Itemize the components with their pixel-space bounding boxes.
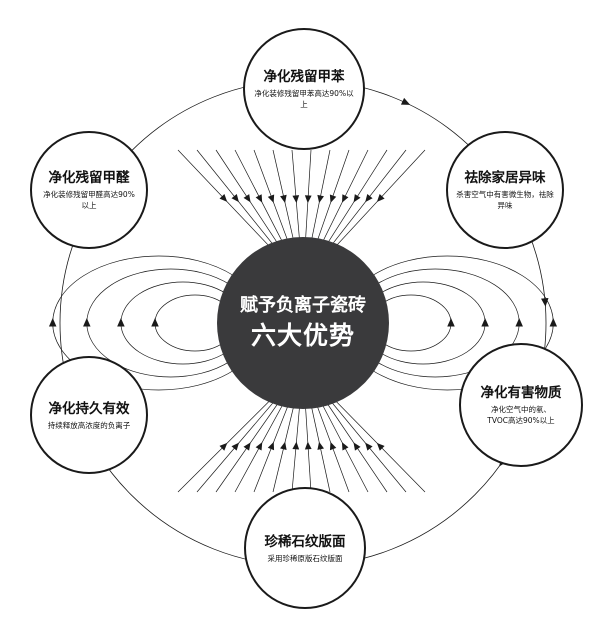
field-line-bottom-11 [317, 389, 388, 493]
field-arrow-top-9 [329, 194, 337, 203]
field-line-bottom-10 [314, 389, 369, 493]
field-line-top-2 [215, 149, 288, 259]
field-arrow-bottom-13 [376, 442, 385, 451]
benefit-title-stone: 珍稀石纹版面 [264, 533, 346, 550]
field-arrow-bottom-2 [243, 442, 251, 451]
loop-arrow-right-0 [447, 318, 455, 327]
field-line-top-13 [324, 149, 426, 259]
field-arrow-bottom-1 [231, 442, 240, 451]
center-title-line1: 赋予负离子瓷砖 [240, 295, 366, 316]
field-arrow-top-10 [342, 194, 349, 203]
field-arrow-top-11 [353, 194, 361, 203]
benefit-desc-stone: 采用珍稀原版石纹版面 [267, 553, 343, 563]
loop-arrow-right-3 [549, 318, 558, 327]
orbit-arrow-1 [541, 298, 549, 307]
field-arrow-bottom-10 [341, 442, 349, 451]
loop-arrow-left-2 [83, 318, 91, 327]
field-arrow-top-7 [304, 195, 312, 204]
field-arrow-bottom-7 [304, 441, 312, 450]
benefit-node-odor: 祛除家居异味 杀害空气中有害微生物，祛除异味 [446, 131, 564, 249]
field-arrow-top-8 [317, 194, 324, 204]
field-arrow-bottom-4 [267, 441, 275, 451]
benefit-desc-benzene: 净化装修残留甲苯高达90%以上 [254, 89, 354, 109]
field-arrow-bottom-5 [280, 441, 287, 450]
field-arrow-top-0 [219, 193, 228, 202]
benefit-node-lasting: 净化持久有效 持续释放高浓度的负离子 [30, 356, 148, 474]
field-arrow-top-13 [376, 193, 385, 202]
field-arrow-top-5 [280, 194, 287, 203]
field-arrow-top-4 [267, 194, 275, 203]
field-arrow-bottom-9 [329, 441, 337, 451]
benefit-desc-harmful: 净化空气中的氡、TVOC高达90%以上 [487, 405, 555, 425]
field-line-bottom-2 [215, 389, 288, 493]
field-line-bottom-0 [177, 389, 281, 493]
orbit-arrow-0 [400, 97, 411, 105]
center-title-line2: 六大优势 [250, 321, 355, 350]
field-arrow-bottom-6 [292, 441, 300, 450]
field-line-bottom-13 [324, 389, 426, 493]
benefit-desc-lasting: 持续释放高浓度的负离子 [47, 420, 131, 430]
field-arrow-bottom-3 [255, 442, 263, 451]
benefit-title-lasting: 净化持久有效 [48, 400, 130, 417]
field-arrow-top-2 [243, 194, 251, 203]
center-hub: 赋予负离子瓷砖 六大优势 [217, 237, 389, 409]
field-line-top-0 [177, 149, 281, 259]
field-arrow-top-3 [255, 194, 263, 203]
field-line-bottom-12 [321, 389, 407, 493]
field-line-top-1 [196, 149, 285, 259]
benefit-desc-odor: 杀害空气中有害微生物，祛除异味 [456, 190, 554, 210]
field-arrow-bottom-8 [317, 441, 325, 450]
benefit-title-formaldehyde: 净化残留甲醛 [48, 170, 130, 186]
loop-arrow-left-0 [151, 318, 159, 327]
loop-arrow-right-2 [515, 318, 523, 327]
field-line-bottom-3 [234, 389, 292, 493]
field-arrow-top-12 [365, 194, 373, 203]
loop-arrow-right-1 [481, 318, 489, 327]
field-line-top-12 [321, 149, 407, 259]
field-arrow-bottom-0 [219, 442, 228, 451]
benefit-node-stone: 珍稀石纹版面 采用珍稀原版石纹版面 [244, 487, 366, 609]
benefit-node-harmful: 净化有害物质 净化空气中的氡、TVOC高达90%以上 [459, 343, 583, 467]
benefit-title-benzene: 净化残留甲苯 [263, 69, 345, 85]
loop-arrow-left-3 [48, 318, 57, 327]
field-arrow-bottom-11 [353, 442, 361, 451]
benefit-node-benzene: 净化残留甲苯 净化装修残留甲苯高达90%以上 [243, 28, 365, 150]
benefit-desc-formaldehyde: 净化装修残留甲醛高达90%以上 [43, 190, 135, 210]
field-line-bottom-1 [196, 389, 285, 493]
field-arrow-top-6 [292, 195, 300, 204]
loop-arrow-left-1 [117, 318, 125, 327]
field-arrow-bottom-12 [365, 442, 373, 451]
benefit-node-formaldehyde: 净化残留甲醛 净化装修残留甲醛高达90%以上 [30, 131, 148, 249]
field-line-top-11 [317, 149, 388, 259]
benefit-title-harmful: 净化有害物质 [480, 385, 562, 401]
benefit-title-odor: 祛除家居异味 [464, 170, 546, 186]
field-arrow-top-1 [231, 194, 239, 203]
